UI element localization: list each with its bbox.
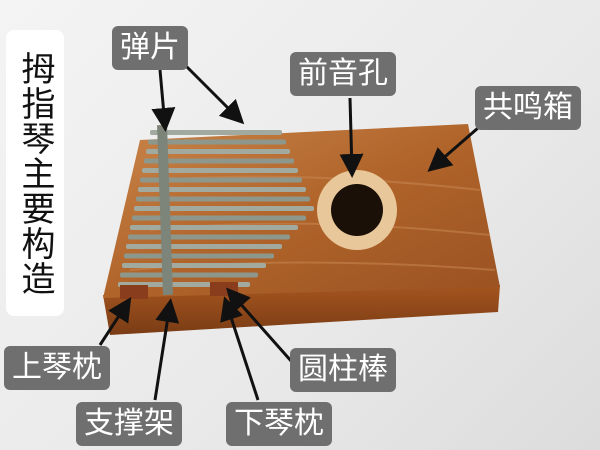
tine: [134, 206, 314, 211]
label-rod: 圆柱棒: [290, 348, 396, 392]
label-tines: 弹片: [112, 26, 188, 70]
tine: [126, 244, 282, 249]
tine: [142, 168, 298, 173]
diagram-title: 拇指琴主要构造: [6, 30, 64, 316]
tine: [140, 177, 302, 183]
label-sound-hole: 前音孔: [290, 52, 396, 96]
label-support: 支撑架: [76, 402, 182, 446]
tine: [120, 272, 258, 278]
tine: [138, 187, 306, 192]
label-resonator: 共鸣箱: [475, 86, 581, 130]
tine: [136, 196, 310, 202]
tine: [150, 130, 282, 135]
tine: [124, 253, 274, 259]
lower-bridge-piece: [210, 282, 238, 296]
tine: [130, 225, 298, 230]
tine: [146, 149, 290, 154]
tine: [128, 234, 290, 240]
sound-hole: [317, 170, 397, 250]
tine: [132, 215, 306, 221]
tine: [148, 139, 286, 145]
support-bar: [157, 124, 173, 296]
tine: [122, 263, 266, 268]
tine: [144, 158, 294, 164]
label-upper-bridge: 上琴枕: [4, 346, 110, 390]
label-lower-bridge: 下琴枕: [226, 402, 332, 446]
upper-bridge-piece: [120, 285, 148, 299]
arrows: [98, 63, 479, 401]
